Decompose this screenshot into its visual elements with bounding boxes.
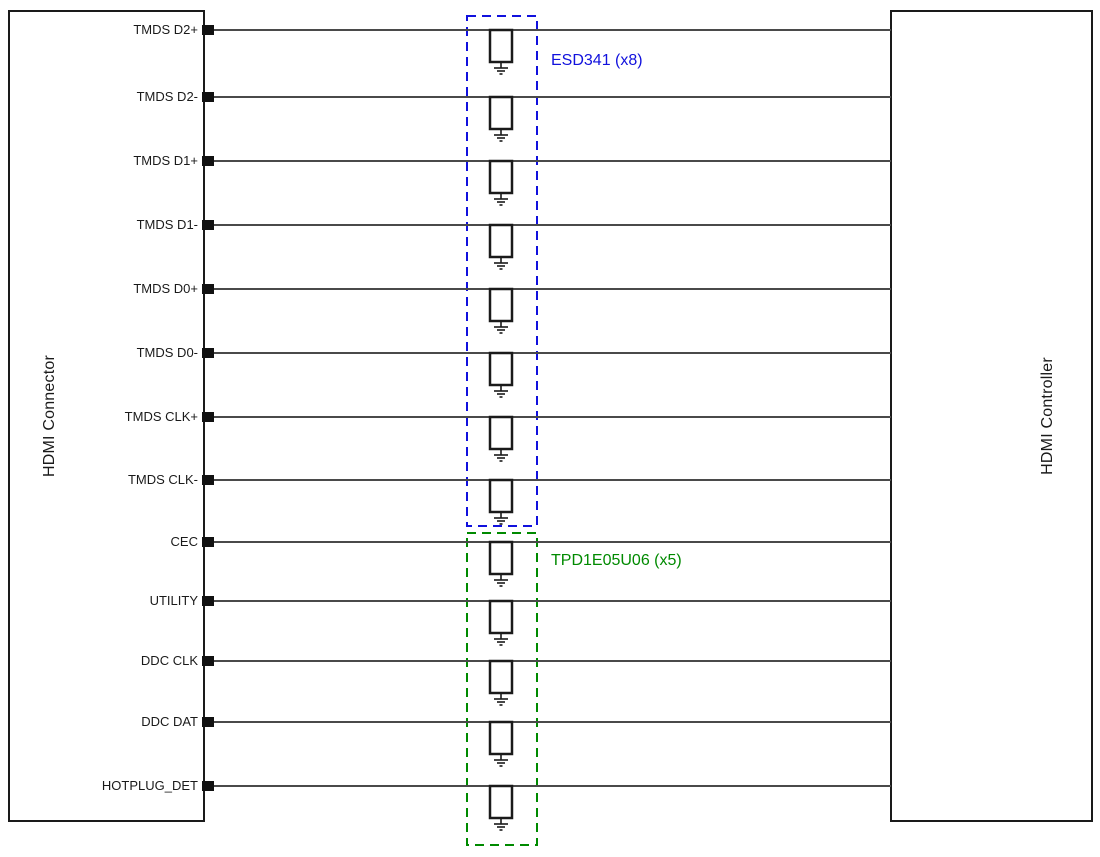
signal-label: CEC: [170, 534, 198, 549]
signal-label: TMDS D1+: [133, 153, 198, 168]
signal-label: UTILITY: [149, 593, 198, 608]
esd-diode-component: [488, 287, 514, 334]
esd-diode-component: [488, 95, 514, 142]
ground-icon: [494, 198, 508, 206]
ground-icon: [494, 326, 508, 334]
ground-icon: [494, 823, 508, 831]
ground-icon: [494, 759, 508, 767]
signal-label: DDC DAT: [141, 714, 198, 729]
ground-icon: [494, 638, 508, 646]
pin: [202, 348, 214, 358]
pin: [202, 537, 214, 547]
signal-label: DDC CLK: [140, 653, 198, 668]
signal-label: TMDS CLK-: [127, 472, 198, 487]
pin: [202, 412, 214, 422]
esd341-group-label: ESD341 (x8): [551, 52, 643, 69]
esd-diode-component: [488, 659, 514, 706]
pin: [202, 475, 214, 485]
ground-icon: [494, 67, 508, 75]
tpd1e05u06-group-label: TPD1E05U06 (x5): [551, 552, 682, 569]
pin: [202, 220, 214, 230]
pin: [202, 781, 214, 791]
esd-diode-component: [488, 720, 514, 767]
ground-icon: [494, 390, 508, 398]
esd-diode-component: [488, 415, 514, 462]
esd-diode-component: [488, 784, 514, 831]
ground-icon: [494, 517, 508, 525]
signal-label: TMDS D2+: [133, 22, 198, 37]
esd-diode-component: [488, 599, 514, 646]
ground-icon: [494, 579, 508, 587]
hdmi-controller-box: HDMI Controller: [890, 10, 1093, 822]
esd-diode-component: [488, 351, 514, 398]
esd-diode-component: [488, 28, 514, 75]
esd-diode-component: [488, 223, 514, 270]
signal-label: TMDS D2-: [136, 89, 198, 104]
pin: [202, 92, 214, 102]
ground-icon: [494, 262, 508, 270]
signal-label: TMDS D0+: [133, 281, 198, 296]
esd341-group-box: [466, 15, 538, 527]
signal-label: HOTPLUG_DET: [101, 778, 198, 793]
esd-diode-component: [488, 159, 514, 206]
ground-icon: [494, 698, 508, 706]
esd-diode-component: [488, 540, 514, 587]
pin: [202, 717, 214, 727]
esd-diode-component: [488, 478, 514, 525]
pin: [202, 25, 214, 35]
signal-label: TMDS D0-: [136, 345, 198, 360]
ground-icon: [494, 454, 508, 462]
ground-icon: [494, 134, 508, 142]
signal-label: TMDS D1-: [136, 217, 198, 232]
hdmi-connector-box: HDMI Connector: [8, 10, 205, 822]
pin: [202, 156, 214, 166]
pin: [202, 284, 214, 294]
tpd1e05u06-group-box: [466, 532, 538, 846]
pin: [202, 656, 214, 666]
pin: [202, 596, 214, 606]
signal-label: TMDS CLK+: [124, 409, 198, 424]
